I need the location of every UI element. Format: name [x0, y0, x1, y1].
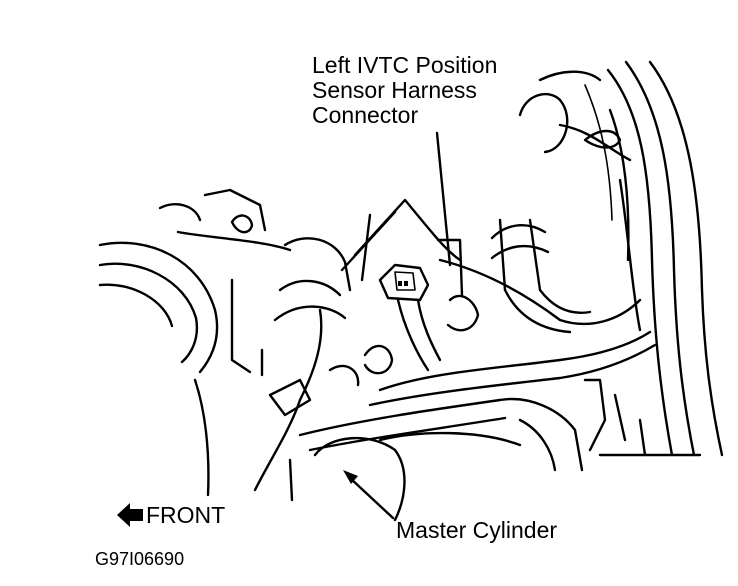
- upper-hoses: [518, 70, 642, 332]
- front-arrow-icon: [117, 503, 143, 527]
- master-cylinder-body: [288, 378, 702, 522]
- wiring-harness: [298, 198, 657, 452]
- sensor-connector: [378, 238, 480, 372]
- master-cylinder-leader: [348, 476, 395, 520]
- intake-ring: [98, 203, 292, 374]
- connector-leader: [435, 131, 452, 267]
- connector-callout: Left IVTC Position Sensor Harness Connec…: [312, 53, 497, 128]
- connector-callout-line1: Left IVTC Position: [312, 52, 498, 78]
- center-pipe: [490, 218, 592, 334]
- figure-code: G97I06690: [95, 549, 185, 569]
- leader-lines: [343, 131, 452, 520]
- lower-bracket: [193, 344, 394, 497]
- connector-callout-line3: Connector: [312, 102, 419, 128]
- front-label: FRONT: [146, 502, 226, 528]
- connector-callout-line2: Sensor Harness: [312, 77, 477, 103]
- fender-outline: [584, 60, 724, 457]
- master-cylinder-callout: Master Cylinder: [396, 517, 558, 543]
